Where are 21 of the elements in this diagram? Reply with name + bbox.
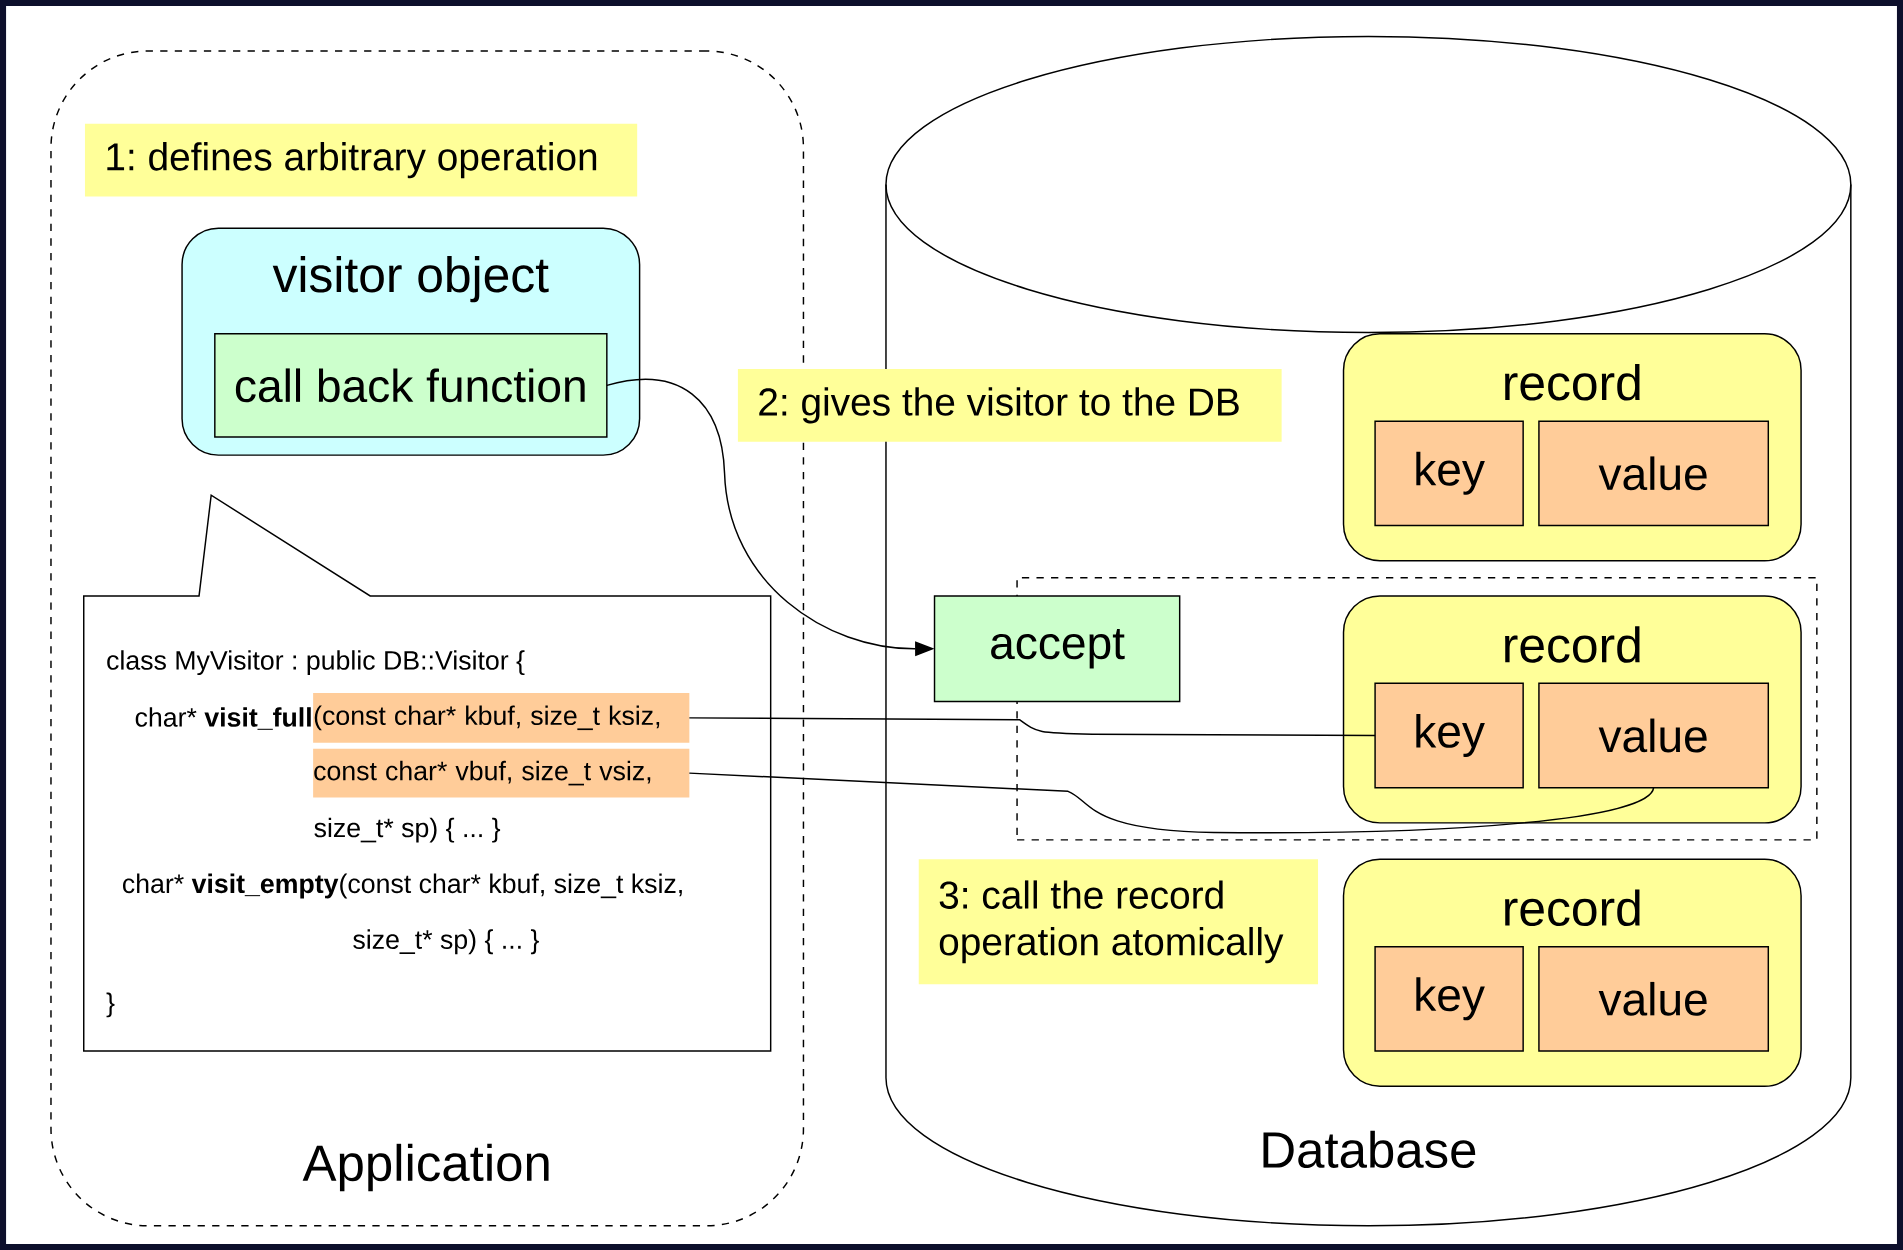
code-line: size_t* sp) { ... }	[353, 929, 539, 955]
field-box: key	[1374, 420, 1524, 527]
code-line: class MyVisitor : public DB::Visitor {	[107, 650, 525, 676]
field-box: key	[1374, 682, 1524, 789]
code-line: char* visit_full	[135, 707, 311, 730]
connector-line	[688, 717, 1376, 737]
code-line: }	[106, 992, 115, 1018]
connector-line	[688, 772, 1655, 834]
field-box: value	[1538, 420, 1770, 527]
field-box: value	[1538, 945, 1770, 1052]
highlighted-code: (const char* kbuf, size_t ksiz,	[313, 693, 690, 743]
function-box: accept	[933, 595, 1181, 703]
highlighted-code: const char* vbuf, size_t vsiz,	[313, 748, 690, 798]
field-box: value	[1538, 682, 1770, 789]
note: 1: defines arbitrary operation	[84, 123, 638, 197]
field-box: key	[1374, 945, 1524, 1052]
function-box: call back function	[214, 333, 608, 438]
code-line: size_t* sp) { ... }	[314, 817, 501, 843]
note: 3: call the record operation atomically	[918, 859, 1319, 985]
code-line: char* visit_empty(const char* kbuf, size_t ksiz,	[123, 873, 682, 899]
note: 2: gives the visitor to the DB	[737, 368, 1282, 442]
